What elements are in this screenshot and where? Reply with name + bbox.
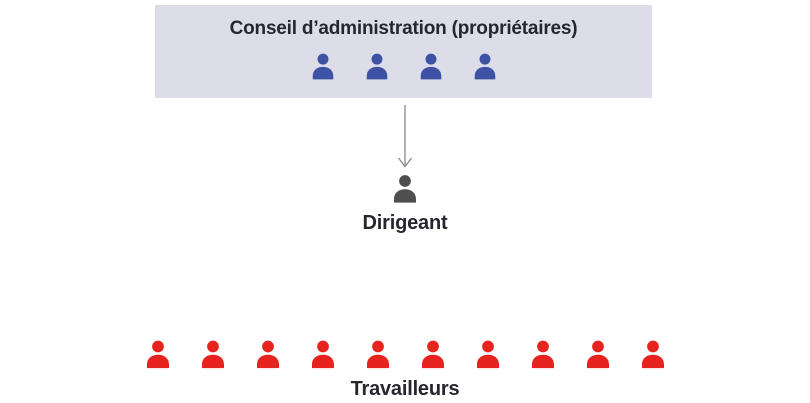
- board-members-row: [309, 53, 499, 84]
- workers-label: Travailleurs: [350, 378, 460, 400]
- person-icon: [363, 340, 393, 373]
- person-icon: [528, 340, 558, 373]
- person-icon: [363, 53, 391, 84]
- person-icon: [473, 340, 503, 373]
- person-icon: [198, 340, 228, 373]
- workers-row: [143, 340, 668, 373]
- down-arrow-icon: [397, 105, 413, 168]
- person-icon: [638, 340, 668, 373]
- person-icon: [309, 53, 337, 84]
- board-box: Conseil d’administration (propriétaires): [155, 5, 652, 98]
- manager-label: Dirigeant: [362, 212, 448, 234]
- workers-group: Travailleurs: [0, 340, 810, 401]
- person-icon: [253, 340, 283, 373]
- person-icon: [308, 340, 338, 373]
- manager-group: Dirigeant: [0, 173, 810, 235]
- person-icon: [417, 53, 445, 84]
- person-icon: [418, 340, 448, 373]
- board-title: Conseil d’administration (propriétaires): [229, 18, 578, 39]
- person-icon: [583, 340, 613, 373]
- person-icon: [471, 53, 499, 84]
- person-icon: [143, 340, 173, 373]
- manager-person-icon: [390, 173, 420, 209]
